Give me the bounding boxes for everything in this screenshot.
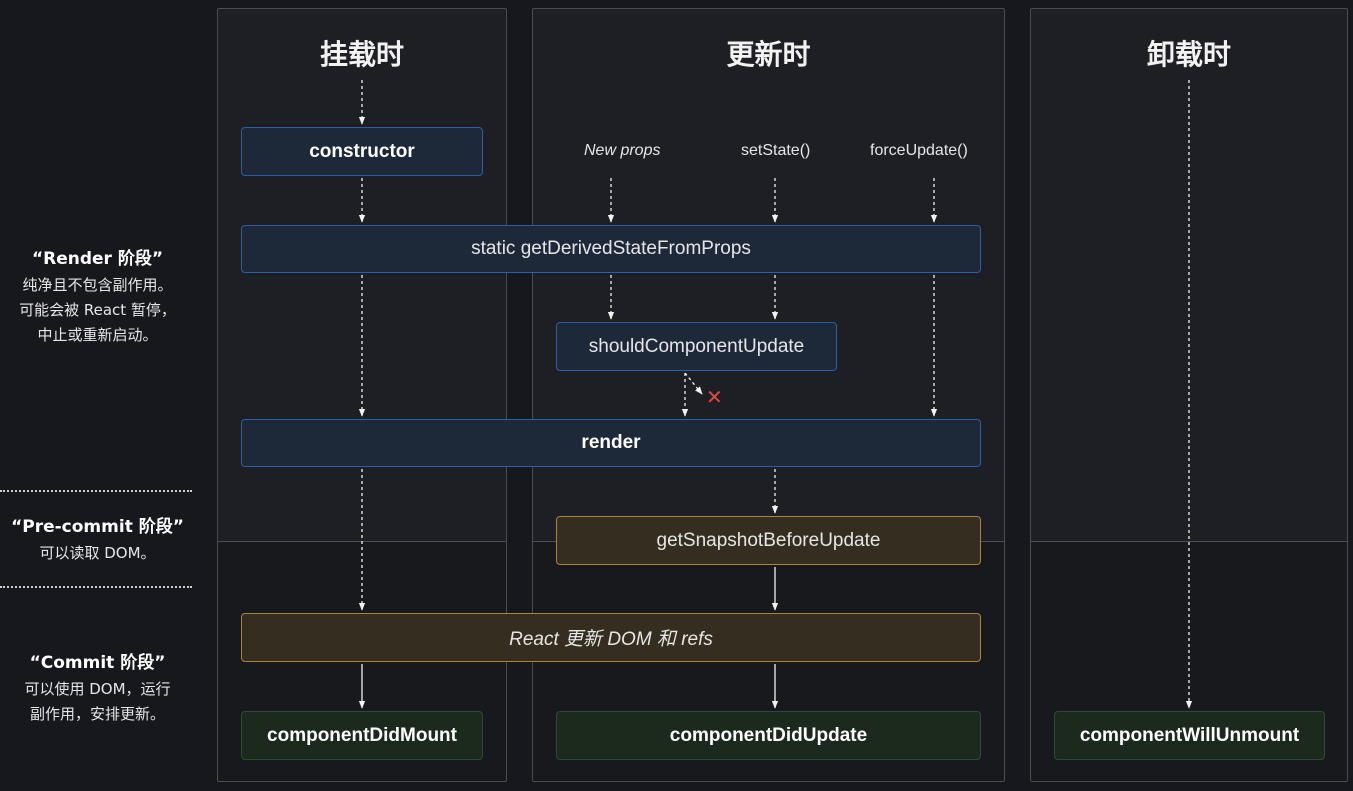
phase-commit-title: “Commit 阶段”: [29, 653, 166, 673]
unmount-column-title: 卸载时: [1146, 38, 1231, 71]
trigger-force-update: forceUpdate(): [870, 142, 968, 159]
update-column-title: 更新时: [726, 38, 811, 71]
react-updates-dom-box: React 更新 DOM 和 refs: [241, 613, 981, 662]
phase-render-title: “Render 阶段”: [31, 249, 164, 269]
render-box: render: [241, 419, 981, 467]
phase-commit: “Commit 阶段” 可以使用 DOM，运行 副作用，安排更新。: [0, 648, 195, 727]
mount-column: 挂载时: [217, 8, 507, 782]
get-derived-state-from-props-box: static getDerivedStateFromProps: [241, 225, 981, 273]
update-column: 更新时: [532, 8, 1005, 782]
phase-precommit-title: “Pre-commit 阶段”: [11, 517, 184, 537]
phase-render-desc: 纯净且不包含副作用。 可能会被 React 暂停， 中止或重新启动。: [19, 276, 176, 344]
should-component-update-box: shouldComponentUpdate: [556, 322, 837, 371]
phase-separator-bottom: [0, 586, 192, 588]
mount-column-title: 挂载时: [319, 38, 404, 71]
phase-precommit: “Pre-commit 阶段” 可以读取 DOM。: [0, 512, 195, 566]
get-snapshot-before-update-box: getSnapshotBeforeUpdate: [556, 516, 981, 565]
constructor-box: constructor: [241, 127, 483, 176]
unmount-column: 卸载时: [1030, 8, 1348, 782]
component-did-mount-box: componentDidMount: [241, 711, 483, 760]
phase-precommit-desc: 可以读取 DOM。: [39, 544, 156, 562]
component-will-unmount-box: componentWillUnmount: [1054, 711, 1325, 760]
component-did-update-box: componentDidUpdate: [556, 711, 981, 760]
cancel-x-icon: ✕: [706, 385, 723, 409]
trigger-new-props: New props: [584, 142, 661, 159]
phase-render: “Render 阶段” 纯净且不包含副作用。 可能会被 React 暂停， 中止…: [0, 244, 195, 348]
trigger-set-state: setState(): [741, 142, 811, 159]
phase-separator-top: [0, 490, 192, 492]
phase-commit-desc: 可以使用 DOM，运行 副作用，安排更新。: [24, 680, 171, 723]
